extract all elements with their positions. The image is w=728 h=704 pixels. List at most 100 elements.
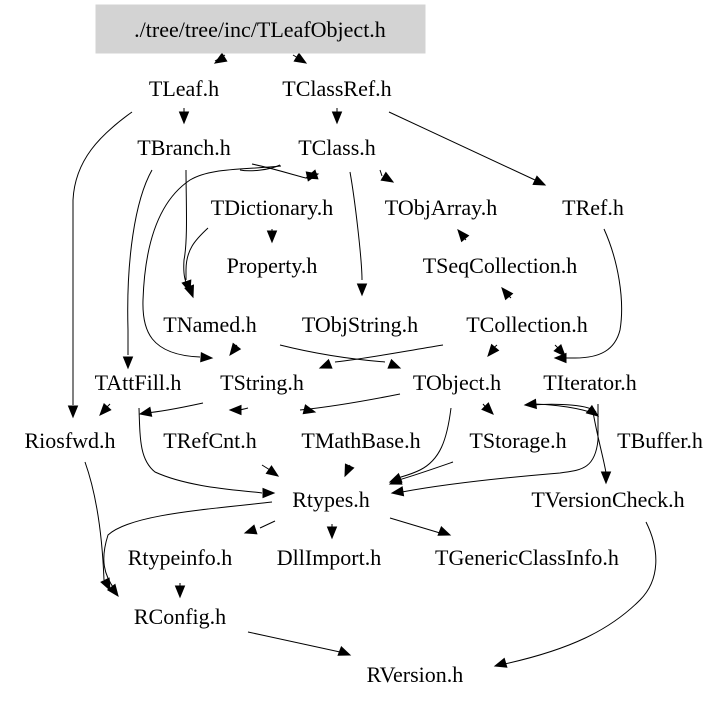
node-label: Rtypeinfo.h — [128, 545, 233, 570]
edge-Rtypes-to-RConfig — [103, 501, 273, 598]
node-Riosfwd[interactable]: Riosfwd.h — [24, 428, 115, 453]
node-label: TObjString.h — [302, 312, 418, 337]
edge-line — [388, 111, 536, 181]
edge-TIterator-to-Rtypes — [523, 398, 591, 413]
arrowhead-icon — [387, 358, 402, 369]
node-TSeqCollection[interactable]: TSeqCollection.h — [423, 253, 578, 278]
edge-root-to-TClassRef — [292, 52, 308, 64]
node-TVersionCheck[interactable]: TVersionCheck.h — [531, 487, 684, 512]
edge-line — [394, 407, 452, 480]
edge-TAttFill-to-Rtypes — [138, 407, 276, 499]
node-TIterator[interactable]: TIterator.h — [543, 370, 636, 395]
arrowhead-icon — [262, 487, 276, 499]
node-TObjArray[interactable]: TObjArray.h — [385, 195, 497, 220]
node-Rtypeinfo[interactable]: Rtypeinfo.h — [128, 545, 233, 570]
edge-line — [529, 403, 591, 413]
node-label: TObjArray.h — [385, 195, 497, 220]
arrowhead-icon — [356, 283, 368, 297]
arrowhead-icon — [553, 352, 567, 364]
arrowhead-icon — [553, 343, 566, 357]
node-TCollection[interactable]: TCollection.h — [466, 312, 588, 337]
edge-TCollection-to-TIterator — [553, 343, 566, 357]
arrowhead-icon — [380, 171, 395, 183]
arrowhead-icon — [243, 524, 258, 535]
node-TBuffer[interactable]: TBuffer.h — [617, 428, 703, 453]
edge-TNamed-to-TObject — [279, 344, 402, 369]
node-TMathBase[interactable]: TMathBase.h — [301, 428, 420, 453]
edge-TObject-to-TVersionCheck — [592, 411, 612, 485]
node-RConfig[interactable]: RConfig.h — [134, 604, 226, 629]
node-label: Property.h — [227, 253, 318, 278]
edge-line — [299, 393, 401, 411]
edge-TObjString-to-TString — [318, 344, 444, 369]
edge-TLeaf-to-Riosfwd — [67, 111, 133, 419]
edge-TLeaf-to-TBranch — [178, 108, 190, 125]
edge-Rtypes-to-TGenericClassInfo — [389, 517, 452, 536]
arrowhead-icon — [106, 583, 119, 598]
node-TBranch[interactable]: TBranch.h — [137, 135, 230, 160]
edge-TNamed-to-TString — [229, 342, 242, 357]
node-label: TDictionary.h — [211, 195, 334, 220]
node-TString[interactable]: TString.h — [220, 370, 304, 395]
node-TObject[interactable]: TObject.h — [413, 370, 501, 395]
node-label: TNamed.h — [163, 312, 256, 337]
edge-line — [183, 169, 191, 291]
arrowhead-icon — [493, 657, 508, 668]
edge-line — [247, 631, 341, 653]
node-label: TStorage.h — [469, 428, 566, 453]
arrowhead-icon — [200, 351, 214, 363]
edge-TDictionary-to-Property — [266, 229, 278, 244]
edge-TVersionCheck-to-RVersion — [493, 521, 657, 668]
node-RVersion[interactable]: RVersion.h — [367, 662, 464, 687]
edge-line — [251, 163, 307, 179]
node-label: TIterator.h — [543, 370, 636, 395]
arrowhead-icon — [304, 169, 319, 180]
edge-line — [592, 411, 607, 474]
arrowhead-icon — [293, 52, 308, 64]
arrowhead-icon — [437, 525, 452, 536]
arrowhead-icon — [266, 230, 278, 244]
node-label: TMathBase.h — [301, 428, 420, 453]
arrowhead-icon — [181, 279, 192, 294]
arrowhead-icon — [585, 404, 600, 417]
edge-TClass-to-TObjArray — [379, 169, 395, 183]
arrowhead-icon — [265, 465, 280, 477]
edge-Rtypes-to-DllImport — [326, 524, 338, 540]
node-TRef[interactable]: TRef.h — [562, 195, 624, 220]
node-TDictionary[interactable]: TDictionary.h — [211, 195, 334, 220]
edge-line — [379, 169, 383, 177]
edge-TRefCnt-to-Rtypes — [261, 464, 280, 477]
node-TRefCnt[interactable]: TRefCnt.h — [163, 428, 257, 453]
node-TObjString[interactable]: TObjString.h — [302, 312, 418, 337]
arrowhead-icon — [122, 356, 134, 370]
node-label: Rtypes.h — [292, 487, 370, 512]
node-TClass[interactable]: TClass.h — [298, 135, 376, 160]
node-TStorage[interactable]: TStorage.h — [469, 428, 566, 453]
node-TAttFill[interactable]: TAttFill.h — [95, 370, 182, 395]
edge-TClass-to-TObjString — [349, 171, 368, 297]
edge-line — [334, 344, 444, 363]
node-TGenericClassInfo[interactable]: TGenericClassInfo.h — [435, 545, 619, 570]
edge-TMathBase-to-Rtypes — [344, 463, 355, 478]
node-DllImport[interactable]: DllImport.h — [277, 545, 382, 570]
node-label: TObject.h — [413, 370, 501, 395]
node-TNamed[interactable]: TNamed.h — [163, 312, 256, 337]
edge-line — [555, 228, 623, 359]
arrowhead-icon — [213, 52, 228, 64]
root-node[interactable]: ./tree/tree/inc/TLeafObject.h — [95, 4, 426, 54]
node-label: TCollection.h — [466, 312, 588, 337]
node-Rtypes[interactable]: Rtypes.h — [292, 487, 370, 512]
edge-line — [138, 407, 263, 494]
edge-TDictionary-to-TNamed — [181, 227, 209, 294]
arrowhead-icon — [99, 402, 112, 416]
node-TLeaf[interactable]: TLeaf.h — [149, 76, 219, 101]
node-TClassRef[interactable]: TClassRef.h — [282, 76, 391, 101]
edge-line — [144, 402, 204, 414]
edge-TSeqCollection-to-TCollection — [501, 286, 514, 301]
node-label: Riosfwd.h — [24, 428, 115, 453]
arrowhead-icon — [481, 402, 494, 415]
arrowhead-icon — [487, 343, 500, 358]
node-label: ./tree/tree/inc/TLeafObject.h — [134, 17, 386, 42]
arrowhead-icon — [67, 405, 79, 419]
node-Property[interactable]: Property.h — [227, 253, 318, 278]
